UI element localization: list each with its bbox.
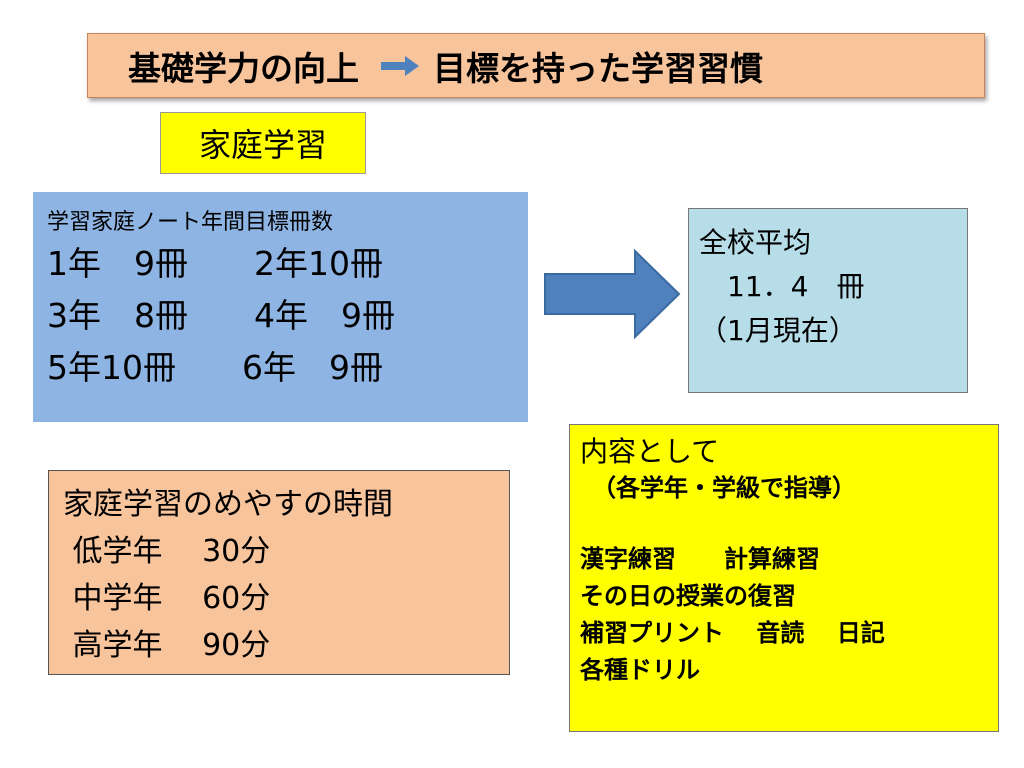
average-note: （1月現在） (699, 314, 857, 347)
study-time-row: 低学年 30分 (63, 534, 271, 569)
right-arrow-icon (381, 55, 419, 76)
goal-box: 学習家庭ノート年間目標冊数 1年 9冊 2年10冊 3年 8冊 4年 9冊 5年… (33, 192, 528, 422)
title-right: 目標を持った学習習慣 (433, 48, 763, 88)
content-subheading: （各学年・学級で指導） (580, 474, 856, 502)
section-heading: 家庭学習 (160, 112, 366, 174)
content-item: その日の授業の復習 (580, 582, 796, 610)
study-time-row: 中学年 60分 (63, 581, 271, 616)
study-time-row: 高学年 90分 (63, 628, 271, 663)
goal-row: 1年 9冊 2年10冊 (47, 244, 383, 283)
goal-row: 3年 8冊 4年 9冊 (47, 296, 395, 335)
average-title: 全校平均 (699, 226, 812, 259)
goal-heading: 学習家庭ノート年間目標冊数 (47, 210, 334, 235)
big-right-arrow-icon (543, 248, 683, 343)
study-time-box: 家庭学習のめやすの時間 低学年 30分 中学年 60分 高学年 90分 (48, 470, 510, 675)
title-banner: 基礎学力の向上 目標を持った学習習慣 (87, 33, 985, 98)
study-time-heading: 家庭学習のめやすの時間 (63, 487, 393, 522)
content-heading: 内容として (580, 435, 720, 468)
content-item: 漢字練習 計算練習 (580, 545, 820, 573)
content-item: 各種ドリル (580, 656, 700, 684)
title-left: 基礎学力の向上 (128, 48, 359, 88)
average-value: 11．4 冊 (699, 270, 865, 303)
average-box: 全校平均 11．4 冊 （1月現在） (688, 208, 968, 393)
content-box: 内容として （各学年・学級で指導） 漢字練習 計算練習 その日の授業の復習 補習… (569, 424, 999, 732)
goal-row: 5年10冊 6年 9冊 (47, 348, 383, 387)
content-item: 補習プリント 音読 日記 (580, 619, 885, 647)
